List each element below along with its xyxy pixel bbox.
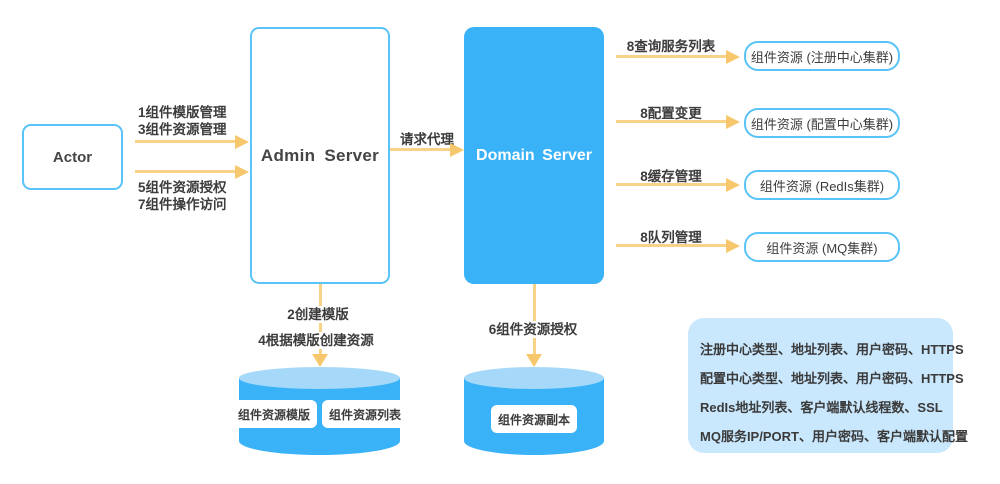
cluster-box-registry: 组件资源 (注册中心集群) [744, 41, 900, 71]
cluster-box-mq: 组件资源 (MQ集群) [744, 232, 900, 262]
flow-label-template-manage: 1组件模版管理 3组件资源管理 [138, 105, 227, 137]
flow-label-cache-manage: 8缓存管理 [640, 169, 702, 184]
actor-node: Actor [22, 124, 123, 190]
arrow-actor-admin-1 [135, 140, 235, 143]
domain-server-label: Domain Server [476, 146, 592, 164]
db-item-resource-template: 组件资源模版 [230, 400, 317, 428]
arrowhead-admin-domain [450, 142, 464, 157]
info-line-mq: MQ服务IP/PORT、用户密码、客户端默认配置 [700, 429, 968, 444]
admin-database-cylinder: 组件资源模版 组件资源列表 [230, 367, 409, 455]
db-item-resource-replica: 组件资源副本 [490, 405, 577, 433]
arrow-domain-config [616, 120, 726, 123]
arrow-domain-db [532, 284, 536, 354]
flow-label-request-proxy: 请求代理 [400, 132, 454, 147]
domain-server-node: Domain Server [464, 27, 604, 284]
cylinder-top-ellipse [464, 367, 604, 389]
cylinder-top-ellipse [239, 367, 400, 389]
flow-label-query-service-list: 8查询服务列表 [626, 39, 716, 54]
flow-label-resource-auth: 5组件资源授权 7组件操作访问 [138, 180, 227, 212]
db-item-resource-list: 组件资源列表 [322, 400, 409, 428]
cluster-box-redis: 组件资源 (RedIs集群) [744, 170, 900, 200]
arrowhead-domain-registry [726, 49, 740, 64]
info-line-redis: RedIs地址列表、客户端默认线程数、SSL [700, 400, 943, 415]
cluster-box-config: 组件资源 (配置中心集群) [744, 108, 900, 138]
arrowhead-admin-db [312, 354, 328, 367]
arrowhead-domain-mq [726, 238, 740, 253]
admin-server-label: Admin Server [260, 145, 380, 165]
arrow-actor-admin-2 [135, 170, 235, 173]
arrow-domain-redis [616, 183, 726, 186]
flow-label-create-resource-by-template: 4根据模版创建资源 [248, 332, 384, 349]
actor-label: Actor [52, 148, 93, 166]
arrowhead-actor-admin-1 [235, 134, 249, 149]
info-line-config: 配置中心类型、地址列表、用户密码、HTTPS [700, 371, 964, 386]
arrow-domain-registry [616, 55, 726, 58]
arrowhead-domain-db [526, 354, 542, 367]
arrowhead-actor-admin-2 [235, 164, 249, 179]
flow-label-create-template: 2创建模版 [262, 306, 374, 323]
admin-server-node: Admin Server [250, 27, 390, 284]
arrowhead-domain-redis [726, 177, 740, 192]
arrow-domain-mq [616, 244, 726, 247]
flow-label-config-change: 8配置变更 [640, 106, 702, 121]
arrowhead-domain-config [726, 114, 740, 129]
info-line-registry: 注册中心类型、地址列表、用户密码、HTTPS [700, 342, 964, 357]
arrow-admin-domain [390, 148, 452, 151]
flow-label-queue-manage: 8队列管理 [640, 230, 702, 245]
flow-label-resource-grant: 6组件资源授权 [484, 321, 582, 338]
info-panel: 注册中心类型、地址列表、用户密码、HTTPS 配置中心类型、地址列表、用户密码、… [688, 318, 968, 453]
domain-database-cylinder: 组件资源副本 [464, 367, 604, 455]
